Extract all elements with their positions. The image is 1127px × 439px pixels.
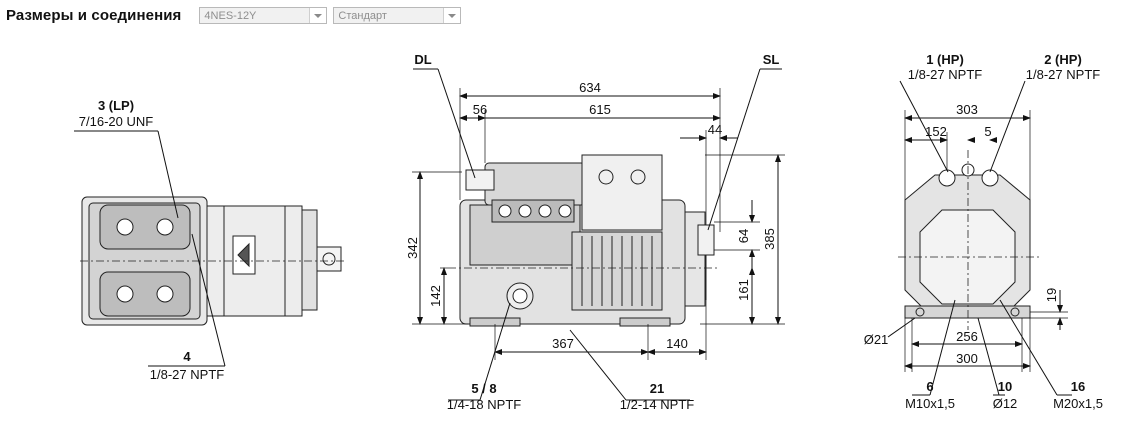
conn-58-spec: 1/4-18 NPTF xyxy=(447,397,521,412)
dl-label: DL xyxy=(414,52,431,67)
model-select-value: 4NES-12Y xyxy=(204,9,257,22)
conn-21-spec: 1/2-14 NPTF xyxy=(620,397,694,412)
conn-16-spec: M20x1,5 xyxy=(1053,396,1103,411)
conn-10-label: 10 xyxy=(998,379,1012,394)
conn-2-label: 2 (HP) xyxy=(1044,52,1082,67)
dim-56: 56 xyxy=(473,102,487,117)
dim-21: Ø21 xyxy=(864,332,889,347)
end-view-dimensions xyxy=(887,80,1072,396)
conn-6-label: 6 xyxy=(926,379,933,394)
dim-152: 152 xyxy=(925,124,947,139)
end-view xyxy=(898,150,1040,330)
dim-140: 140 xyxy=(666,336,688,351)
conn-21-label: 21 xyxy=(650,381,664,396)
top-view-leaders xyxy=(74,130,226,367)
page-title: Размеры и соединения xyxy=(6,6,182,24)
dim-161: 161 xyxy=(736,279,751,301)
header: Размеры и соединения 4NES-12Y Стандарт xyxy=(6,4,467,26)
variant-select-value: Стандарт xyxy=(338,9,387,22)
conn-4-label: 4 xyxy=(183,349,191,364)
dim-44: 44 xyxy=(708,122,722,137)
dim-303: 303 xyxy=(956,102,978,117)
conn-3-spec: 7/16-20 UNF xyxy=(79,114,153,129)
dim-19: 19 xyxy=(1044,288,1059,302)
side-view xyxy=(448,154,720,327)
sl-label: SL xyxy=(763,52,780,67)
conn-1-label: 1 (HP) xyxy=(926,52,964,67)
dim-342: 342 xyxy=(405,237,420,259)
top-view xyxy=(80,196,345,326)
conn-4-spec: 1/8-27 NPTF xyxy=(150,367,224,382)
chevron-down-icon[interactable] xyxy=(309,7,327,23)
dim-256: 256 xyxy=(956,329,978,344)
model-select[interactable]: 4NES-12Y xyxy=(199,6,328,24)
dim-300: 300 xyxy=(956,351,978,366)
variant-select[interactable]: Стандарт xyxy=(333,6,462,24)
dim-142: 142 xyxy=(428,285,443,307)
conn-16-label: 16 xyxy=(1071,379,1085,394)
conn-3-label: 3 (LP) xyxy=(98,98,134,113)
conn-10-spec: Ø12 xyxy=(993,396,1018,411)
dim-64: 64 xyxy=(736,229,751,243)
conn-58-label: 5 / 8 xyxy=(471,381,496,396)
conn-6-spec: M10x1,5 xyxy=(905,396,955,411)
dim-634: 634 xyxy=(579,80,601,95)
conn-2-spec: 1/8-27 NPTF xyxy=(1026,67,1100,82)
dim-615: 615 xyxy=(589,102,611,117)
dim-367: 367 xyxy=(552,336,574,351)
dim-385: 385 xyxy=(762,228,777,250)
conn-1-spec: 1/8-27 NPTF xyxy=(908,67,982,82)
dim-5: 5 xyxy=(984,124,991,139)
side-view-dimensions xyxy=(412,68,785,401)
chevron-down-icon[interactable] xyxy=(443,7,461,23)
